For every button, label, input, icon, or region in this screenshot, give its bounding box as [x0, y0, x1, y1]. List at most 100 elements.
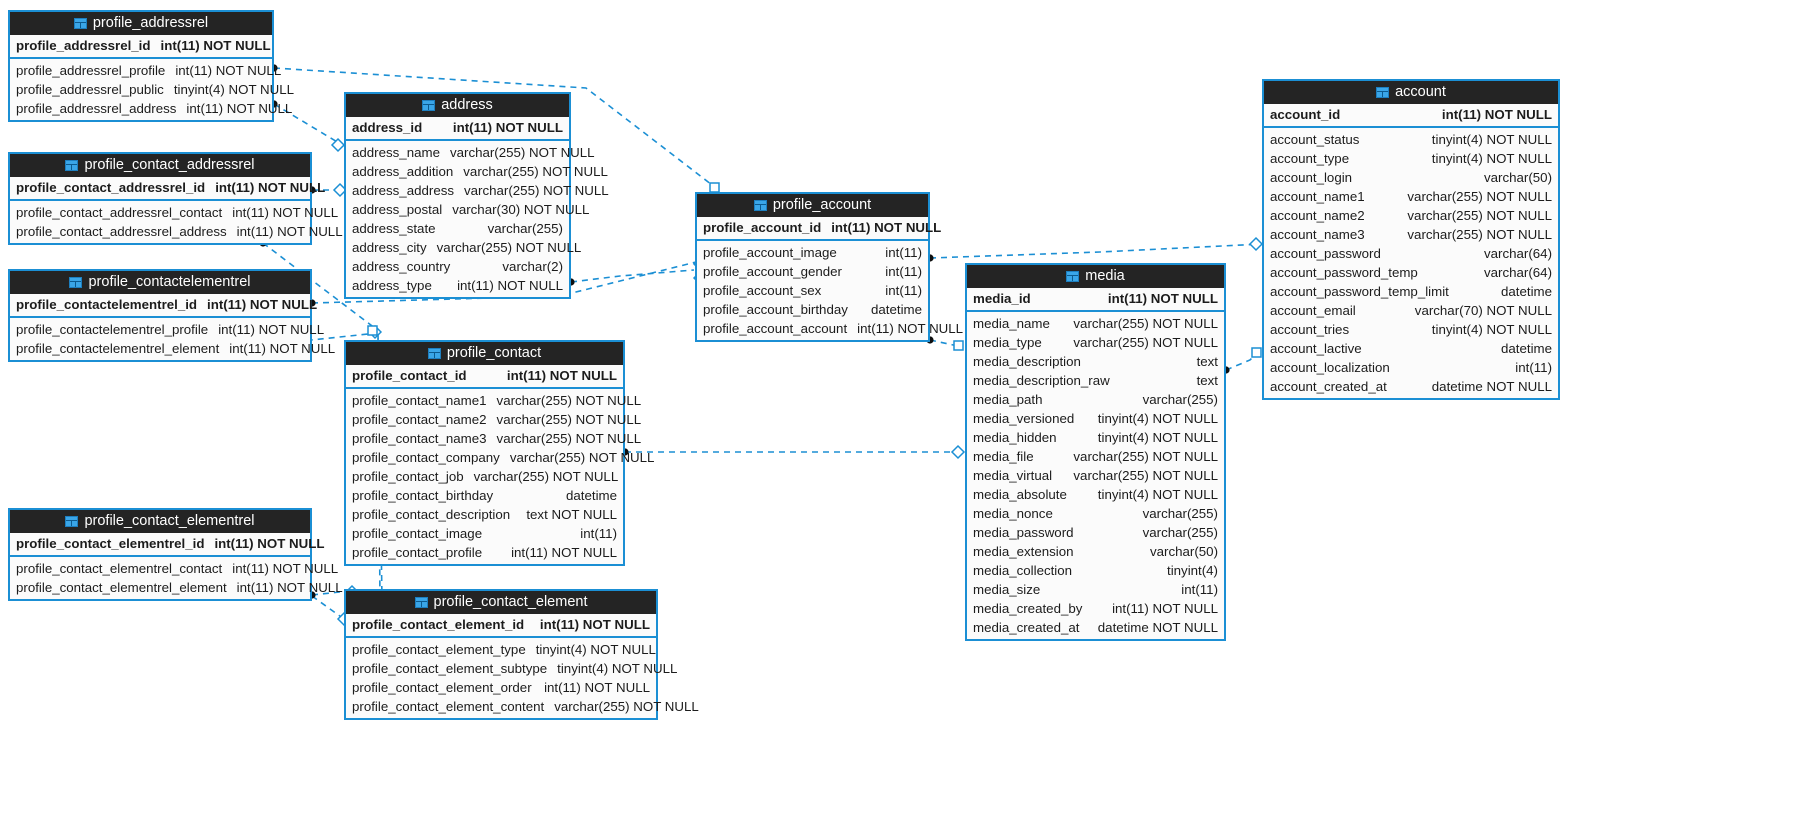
table-header-profile_contact[interactable]: profile_contact — [346, 342, 623, 365]
field-name: profile_contact_addressrel_contact — [16, 205, 223, 220]
table-header-profile_contact_elementrel[interactable]: profile_contact_elementrel — [10, 510, 310, 533]
table-header-profile_account[interactable]: profile_account — [697, 194, 928, 217]
table-header-address[interactable]: address — [346, 94, 569, 117]
table-header-account[interactable]: account — [1264, 81, 1558, 104]
field-type: datetime — [871, 302, 922, 317]
table-header-profile_contact_addressrel[interactable]: profile_contact_addressrel — [10, 154, 310, 177]
table-header-profile_addressrel[interactable]: profile_addressrel — [10, 12, 272, 35]
table-header-media[interactable]: media — [967, 265, 1224, 288]
field-type: varchar(255) NOT NULL — [1073, 468, 1218, 483]
table-header-profile_contactelementrel[interactable]: profile_contactelementrel — [10, 271, 310, 294]
field-name: profile_contact_profile — [352, 545, 483, 560]
table-header-profile_contact_element[interactable]: profile_contact_element — [346, 591, 656, 614]
